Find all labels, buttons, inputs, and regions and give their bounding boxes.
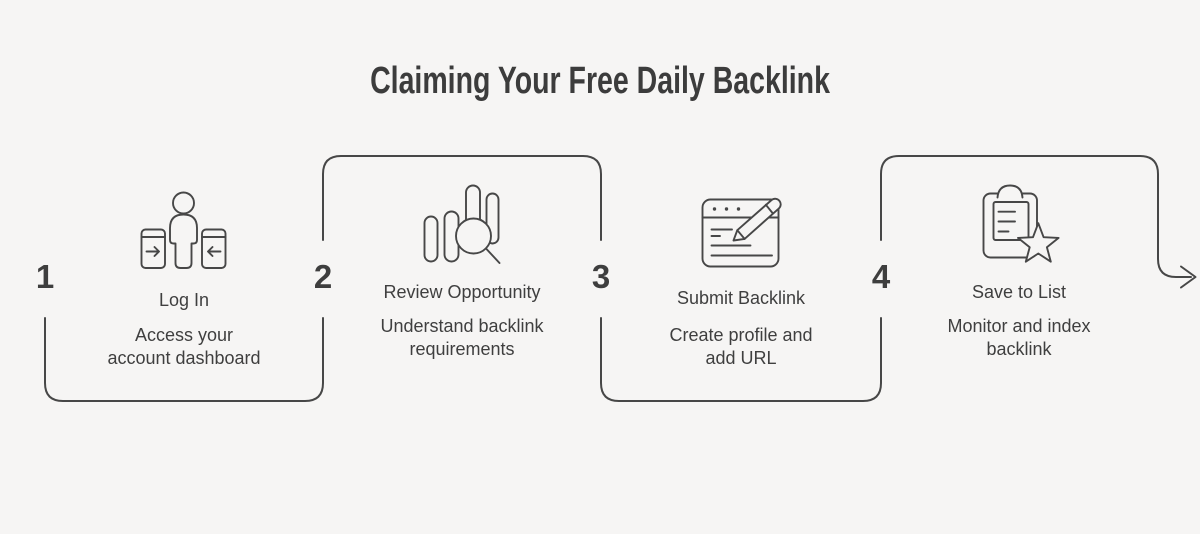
step-4-description-line-1: Monitor and index — [947, 316, 1091, 336]
step-1-number: 1 — [35, 258, 55, 295]
step-3-description-line-2: add URL — [705, 348, 777, 368]
connector-step3-bottom-bracket — [600, 317, 882, 402]
step-4-description-line-2: backlink — [986, 339, 1052, 359]
person-head — [172, 191, 195, 215]
person-body — [169, 213, 198, 269]
browser-dot-3 — [736, 207, 741, 211]
clipboard-clip — [996, 184, 1024, 199]
step-2-description: Understand backlink requirements — [380, 315, 543, 361]
magnifier-lens — [455, 217, 492, 255]
step-2-title: Review Opportunity — [383, 282, 541, 302]
connector-step4-top-bracket — [880, 155, 1192, 278]
clipboard-clip-mask — [997, 185, 1023, 198]
step-4-description: Monitor and index backlink — [947, 315, 1090, 361]
right-gate-panel — [201, 228, 227, 269]
step-1-description: Access your account dashboard — [107, 324, 260, 370]
connector-step2-top-bracket — [322, 155, 602, 241]
flow-connectors — [44, 155, 1197, 402]
clipboard-star-icon — [982, 184, 1060, 263]
step-2-description-line-2: requirements — [409, 339, 515, 359]
page-title: Claiming Your Free Daily Backlink — [370, 60, 830, 102]
clipboard-sheet — [992, 201, 1030, 241]
browser-window — [701, 198, 780, 268]
step-4-title: Save to List — [971, 282, 1067, 302]
login-gate-person-icon — [140, 191, 227, 269]
star-shape — [1017, 222, 1060, 263]
step-3-description-line-1: Create profile and — [669, 325, 813, 345]
step-3-title: Submit Backlink — [676, 288, 806, 308]
magnifier-handle — [485, 247, 501, 264]
chart-magnifier-icon — [423, 184, 501, 264]
pencil-collar-line — [764, 203, 774, 215]
browser-dot-1 — [712, 207, 717, 211]
step-3-number: 3 — [591, 258, 611, 295]
step-2-number: 2 — [313, 258, 333, 295]
form-pencil-icon — [701, 197, 782, 268]
bar-1 — [423, 215, 439, 263]
bar-4 — [485, 192, 500, 245]
left-gate-panel — [140, 228, 166, 269]
step-2-description-line-1: Understand backlink — [380, 316, 544, 336]
step-1-title: Log In — [158, 290, 210, 310]
left-arrow-head — [153, 246, 160, 257]
step-1-description-line-1: Access your — [134, 325, 234, 345]
step-4-number: 4 — [871, 258, 891, 295]
right-arrow-head — [207, 246, 214, 257]
right-arrow-icon — [1180, 265, 1197, 289]
browser-dot-2 — [724, 207, 729, 211]
step-3-description: Create profile and add URL — [669, 324, 812, 370]
step-1-description-line-2: account dashboard — [107, 348, 261, 368]
connector-step1-bottom-bracket — [44, 317, 324, 402]
pencil-tip-line — [736, 229, 746, 240]
